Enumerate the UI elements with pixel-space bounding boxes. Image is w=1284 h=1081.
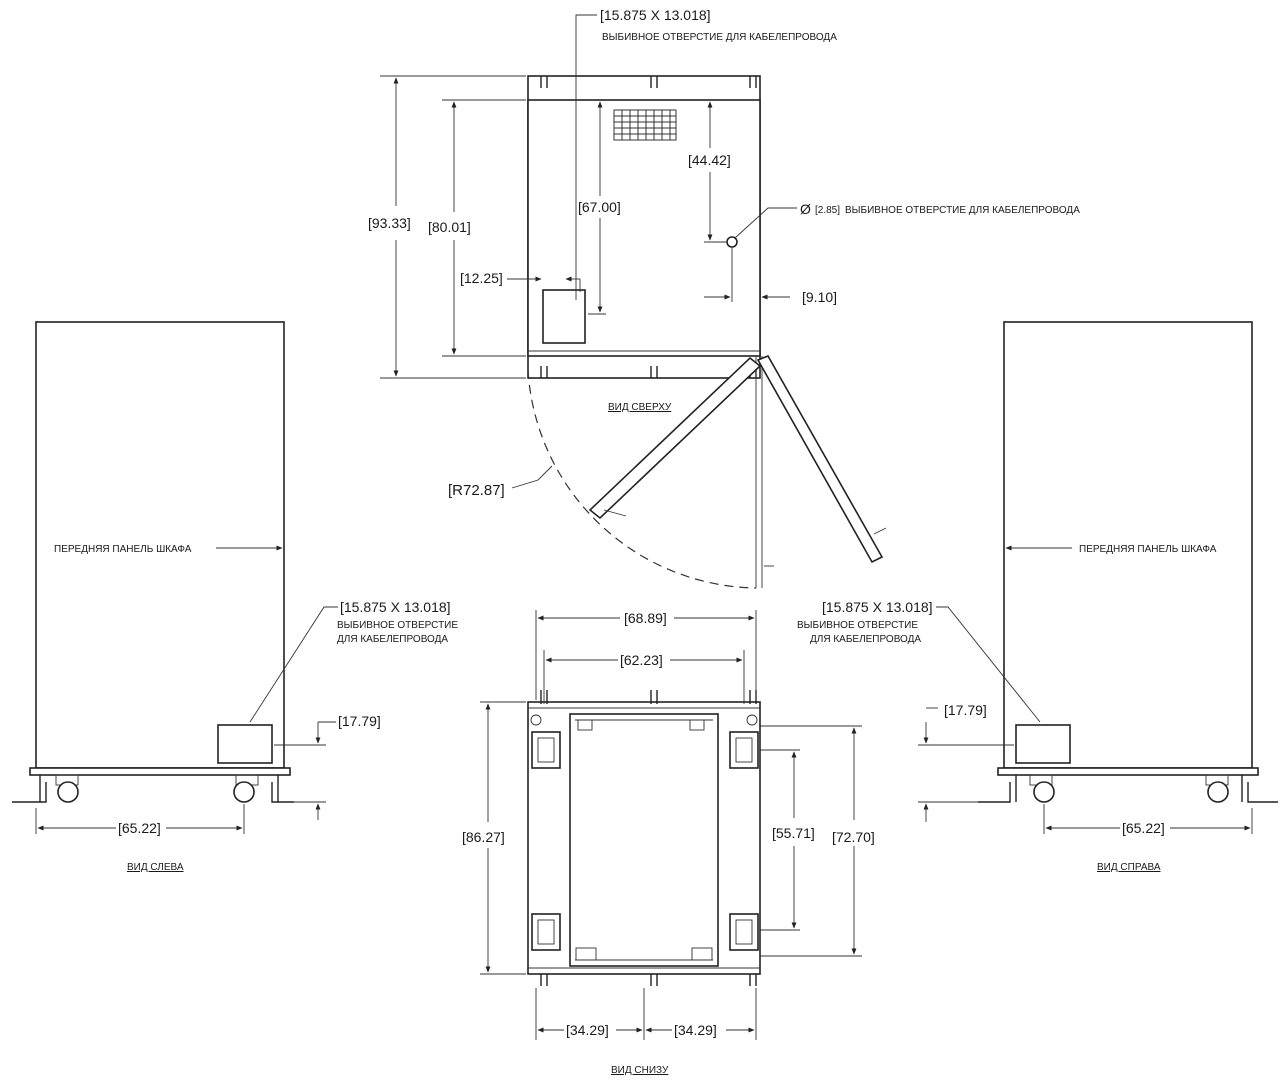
round-knockout-leader: [734, 207, 797, 239]
top-view-knockout: [542, 289, 586, 344]
bottom-caster-bottom-left: [531, 913, 561, 951]
right-front-label: ПЕРЕДНЯЯ ПАНЕЛЬ ШКАФА: [1079, 544, 1217, 555]
left-rear-caster: [233, 774, 259, 803]
top-knockout-desc: ВЫБИВНОЕ ОТВЕРСТИЕ ДЛЯ КАБЕЛЕПРОВОДА: [602, 32, 837, 43]
dim-inner-depth: [55.71]: [772, 825, 815, 841]
left-knockout-size: [15.875 X 13.018]: [340, 599, 451, 615]
dim-door-radius: [R72.87]: [448, 482, 505, 499]
right-view: ПЕРЕДНЯЯ ПАНЕЛЬ ШКАФА [15.875 X 13.018] …: [797, 321, 1278, 873]
bottom-caster-top-right: [729, 731, 759, 769]
left-knockout-line1: ВЫБИВНОЕ ОТВЕРСТИЕ: [337, 620, 458, 631]
top-knockout-size: [15.875 X 13.018]: [600, 7, 711, 23]
right-rear-caster: [1029, 774, 1055, 803]
right-knockout: [1015, 724, 1071, 764]
round-knockout-icon: [726, 236, 738, 248]
left-front-caster: [55, 774, 79, 803]
right-dim-width: [65.22]: [1122, 820, 1165, 836]
left-knockout: [217, 724, 273, 764]
left-view-title: ВИД СЛЕВА: [127, 862, 184, 873]
right-view-title: ВИД СПРАВА: [1097, 862, 1161, 873]
bottom-view: [68.89] [62.23] [86.27] [55.71] [72.70] …: [462, 610, 875, 1076]
left-dim-width: [65.22]: [118, 820, 161, 836]
dim-overall-depth: [93.33]: [368, 215, 411, 231]
left-knockout-line2: ДЛЯ КАБЕЛЕПРОВОДА: [337, 634, 448, 645]
door-open-135: [756, 354, 884, 564]
left-cabinet-outline: [35, 321, 285, 769]
bottom-view-base-frame: [569, 713, 719, 967]
dim-bottom-depth: [86.27]: [462, 829, 505, 845]
dim-knockout-x: [12.25]: [460, 270, 503, 286]
dim-caster-span: [62.23]: [620, 652, 663, 668]
vent-grille: [613, 109, 677, 141]
right-cabinet-outline: [1003, 321, 1253, 769]
dim-body-depth: [80.01]: [428, 219, 471, 235]
bottom-caster-bottom-right: [729, 913, 759, 951]
bottom-view-title: ВИД СНИЗУ: [611, 1065, 669, 1076]
left-view: ПЕРЕДНЯЯ ПАНЕЛЬ ШКАФА [15.875 X 13.018] …: [12, 321, 458, 873]
right-knockout-line2: ДЛЯ КАБЕЛЕПРОВОДА: [810, 634, 921, 645]
dim-round-y: [44.42]: [688, 152, 731, 168]
top-view: [93.33] [80.01] [67.00] [44.42] [12.25] …: [368, 7, 1080, 589]
right-dim-height: [17.79]: [944, 702, 987, 718]
dim-knockout-y: [67.00]: [578, 199, 621, 215]
door-swing-arc: [527, 369, 757, 589]
right-knockout-line1: ВЫБИВНОЕ ОТВЕРСТИЕ: [797, 620, 918, 631]
right-knockout-size: [15.875 X 13.018]: [822, 599, 933, 615]
left-front-label: ПЕРЕДНЯЯ ПАНЕЛЬ ШКАФА: [54, 544, 192, 555]
dim-half-left: [34.29]: [566, 1022, 609, 1038]
right-front-caster: [1205, 774, 1229, 803]
dim-caster-depth: [72.70]: [832, 829, 875, 845]
bottom-caster-top-left: [531, 731, 561, 769]
dim-outer-width: [68.89]: [624, 610, 667, 626]
diameter-icon: Ø: [800, 201, 811, 217]
top-view-title: ВИД СВЕРХУ: [608, 402, 672, 413]
dim-round-x: [9.10]: [802, 289, 837, 305]
dim-half-right: [34.29]: [674, 1022, 717, 1038]
top-knockout-leader: [575, 14, 597, 300]
door-open-45: [588, 356, 762, 520]
round-knockout-size: [2.85]: [815, 205, 840, 216]
round-knockout-desc: ВЫБИВНОЕ ОТВЕРСТИЕ ДЛЯ КАБЕЛЕПРОВОДА: [845, 205, 1080, 216]
left-dim-height: [17.79]: [338, 713, 381, 729]
